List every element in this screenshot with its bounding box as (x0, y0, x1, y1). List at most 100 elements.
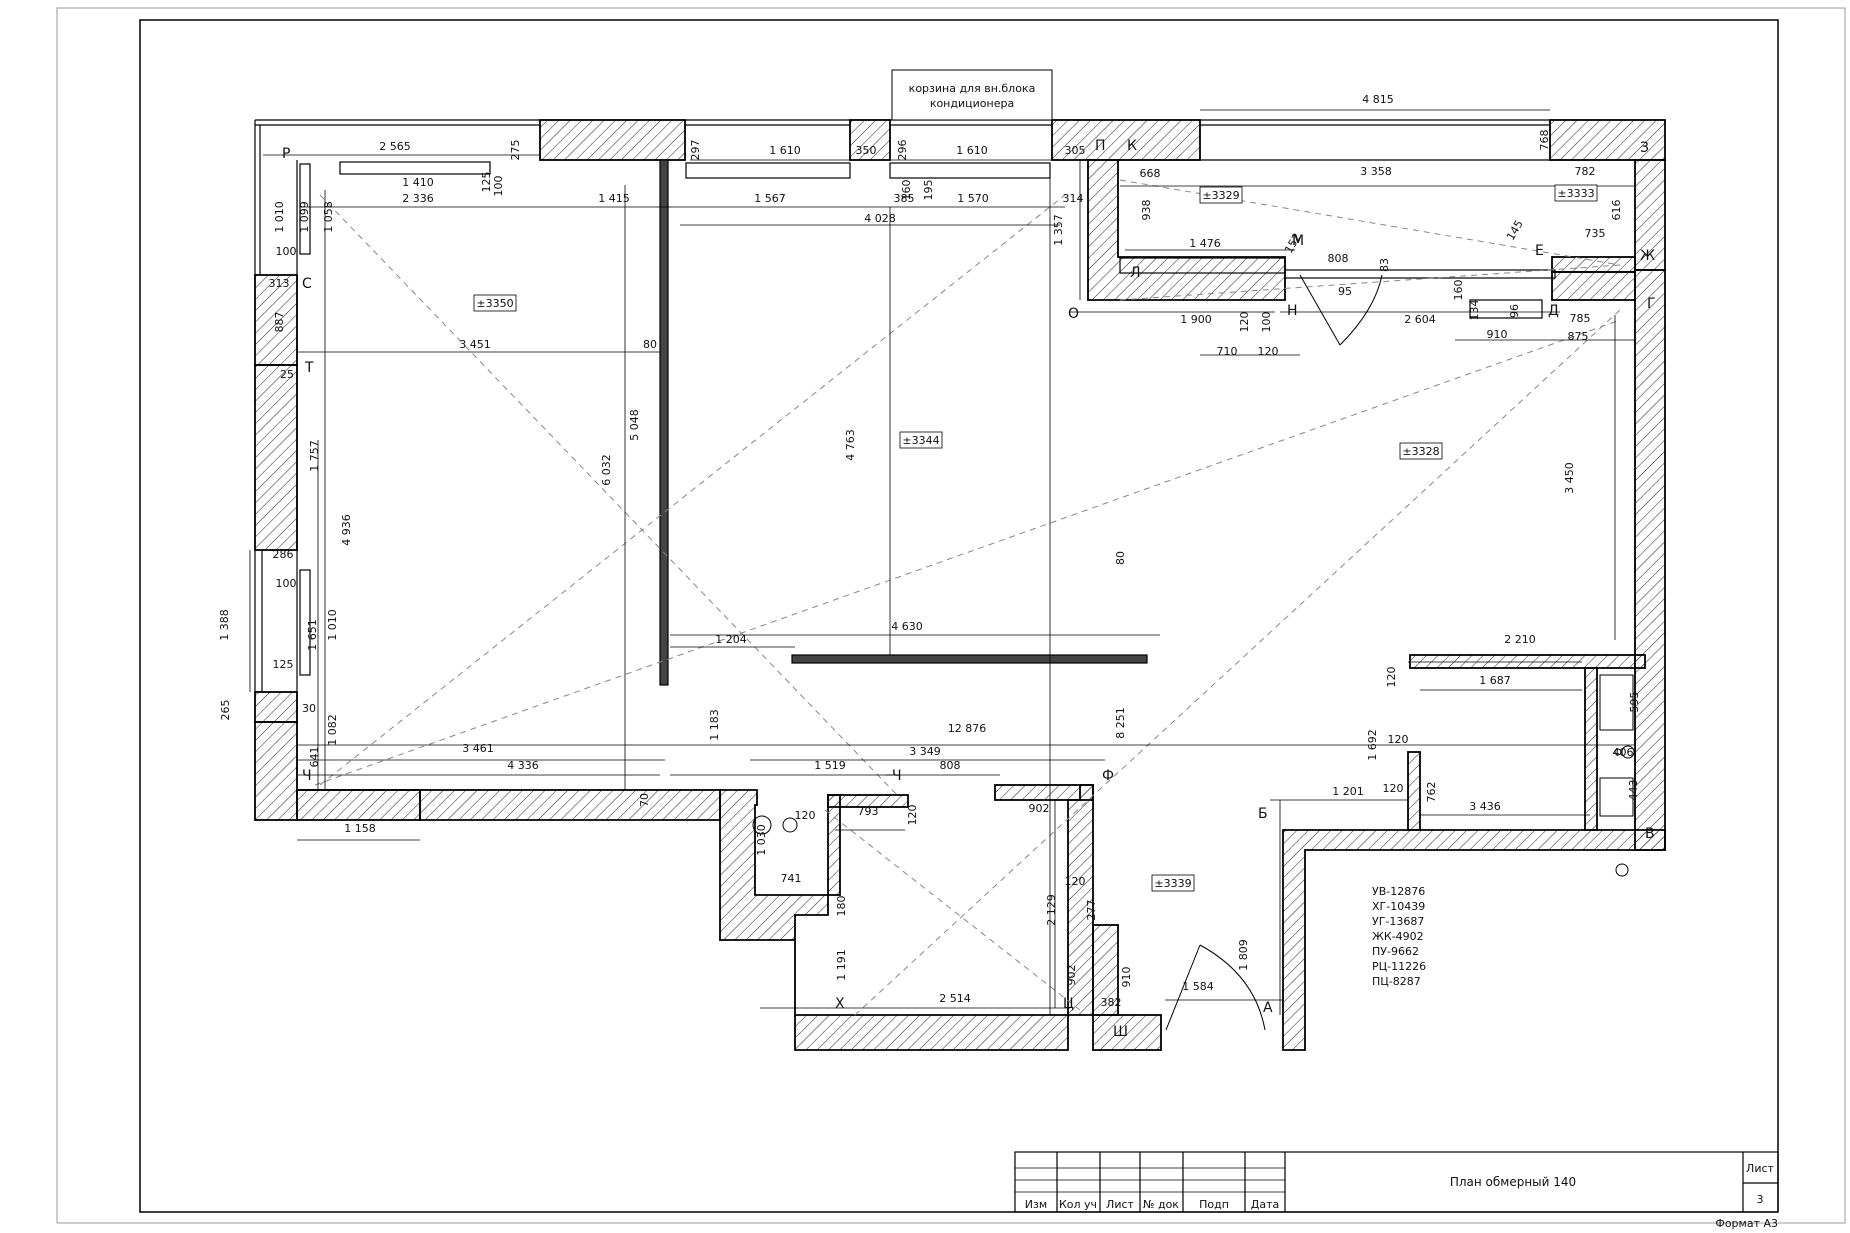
dimension-label: 1 584 (1182, 980, 1214, 993)
partition-horizontal (791, 654, 1148, 664)
elevation-2: ±3344 (902, 434, 939, 447)
dimension-label: 134 (1468, 300, 1481, 321)
dimension-label: 4 630 (891, 620, 923, 633)
dimension-label: 25 (280, 368, 294, 381)
point-letter: З (1640, 140, 1649, 156)
tb-header-podp: Подп (1199, 1198, 1229, 1211)
wall-corridor-right (1067, 784, 1094, 1016)
tb-header-data: Дата (1251, 1198, 1279, 1211)
riser-circle (1615, 863, 1629, 877)
dimension-label: 1 357 (1052, 214, 1065, 246)
dimension-label: 296 (896, 140, 909, 161)
dimension-label: 668 (1140, 167, 1161, 180)
tb-header-izm: Изм (1025, 1198, 1047, 1211)
door-leaf-entry (1165, 944, 1201, 1031)
dimension-label: 70 (638, 793, 651, 807)
dimension-label: 1 410 (402, 176, 434, 189)
dimension-label: 1 204 (715, 633, 747, 646)
dimension-label: 641 (308, 747, 321, 768)
point-letter: Ф (1102, 768, 1114, 784)
dimension-label: 2 129 (1045, 894, 1058, 926)
counter (1119, 257, 1286, 274)
sheet-number: 3 (1757, 1193, 1764, 1206)
dimension-label: 1 388 (218, 609, 231, 641)
dimension-lines (249, 109, 1635, 1015)
title-block (1014, 1151, 1779, 1213)
dimension-label: 406 (1613, 746, 1634, 759)
dimension-label: 1 010 (273, 201, 286, 233)
point-letter: Ч (302, 768, 312, 784)
dimension-label: 910 (1487, 328, 1508, 341)
dimension-label: 96 (1508, 304, 1521, 318)
wall-top-pier-2 (849, 119, 891, 161)
point-letter: Х (835, 996, 845, 1012)
dimension-label: 80 (643, 338, 657, 351)
dimension-label: 1 030 (755, 824, 768, 856)
count-line: ХГ-10439 (1372, 900, 1425, 913)
point-letter: С (302, 276, 312, 292)
dimension-label: 887 (273, 312, 286, 333)
dimension-label: 120 (906, 805, 919, 826)
dimension-label: 762 (1425, 782, 1438, 803)
dimension-label: 1 099 (298, 201, 311, 233)
drawing-frame (139, 19, 1779, 1213)
dimension-label: 735 (1585, 227, 1606, 240)
tb-header-doc: № док (1143, 1198, 1179, 1211)
wall-small-right (1551, 256, 1636, 273)
dimension-label: 808 (1328, 252, 1349, 265)
window-sill (1284, 269, 1556, 279)
dimension-label: 1 687 (1479, 674, 1511, 687)
dimension-label: 3 436 (1469, 800, 1501, 813)
dimension-label: 1 570 (957, 192, 989, 205)
elevation-5: ±3333 (1557, 187, 1594, 200)
dimension-label: 125 (480, 172, 493, 193)
point-letter: Ц (1063, 996, 1074, 1012)
dimension-label: 297 (689, 140, 702, 161)
radiator-3 (339, 161, 491, 175)
dimension-label: 100 (492, 176, 505, 197)
count-line: РЦ-11226 (1372, 960, 1426, 973)
door-swing-kitchen (1339, 274, 1383, 346)
dimension-label: 2 514 (939, 992, 971, 1005)
dimension-label: 275 (509, 140, 522, 161)
dimension-label: 782 (1575, 165, 1596, 178)
tb-header-kol: Кол уч (1059, 1198, 1097, 1211)
dimension-label: 305 (1065, 144, 1086, 157)
dimension-label: 4 763 (844, 429, 857, 461)
dimension-label: 314 (1063, 192, 1084, 205)
count-line: ПЦ-8287 (1372, 975, 1421, 988)
elevation-1: ±3350 (476, 297, 513, 310)
dimension-label: 30 (302, 702, 316, 715)
point-letter: Е (1535, 243, 1544, 259)
wall-bottom-right (1282, 829, 1666, 1051)
dimension-label: 195 (922, 180, 935, 201)
dimension-label: 3 358 (1360, 165, 1392, 178)
dimension-label: 3 450 (1563, 462, 1576, 494)
elevation-box-3 (1399, 442, 1443, 460)
elevation-box-2 (899, 431, 943, 449)
count-line: ПУ-9662 (1372, 945, 1419, 958)
sink (1599, 777, 1634, 817)
point-letter: Г (1647, 296, 1656, 312)
dimension-label: 120 (795, 809, 816, 822)
point-letter: О (1068, 306, 1079, 322)
dimension-label: 100 (1260, 312, 1273, 333)
dimension-label: 120 (1258, 345, 1279, 358)
dimension-label: 1 415 (598, 192, 630, 205)
door-leaf-kitchen (1299, 274, 1341, 346)
dimension-label: 1 476 (1189, 237, 1221, 250)
dimension-label: 160 (900, 180, 913, 201)
dimension-label: 100 (276, 245, 297, 258)
dimension-label: 595 (1628, 692, 1641, 713)
dimension-label: 120 (1238, 312, 1251, 333)
wall-top-corner-right (1549, 119, 1666, 161)
point-letter: Ш (1113, 1024, 1128, 1040)
title-block-text: Изм Кол уч Лист № док Подп Дата План обм… (1025, 1162, 1778, 1230)
point-letter: П (1095, 138, 1106, 154)
dimension-label: 120 (1388, 733, 1409, 746)
sheet-border (56, 7, 1846, 1224)
wall-top-pier-1 (539, 119, 686, 161)
dimension-label: 1 757 (308, 440, 321, 472)
dimension-label: 385 (894, 192, 915, 205)
elevation-box-5 (1554, 184, 1598, 202)
